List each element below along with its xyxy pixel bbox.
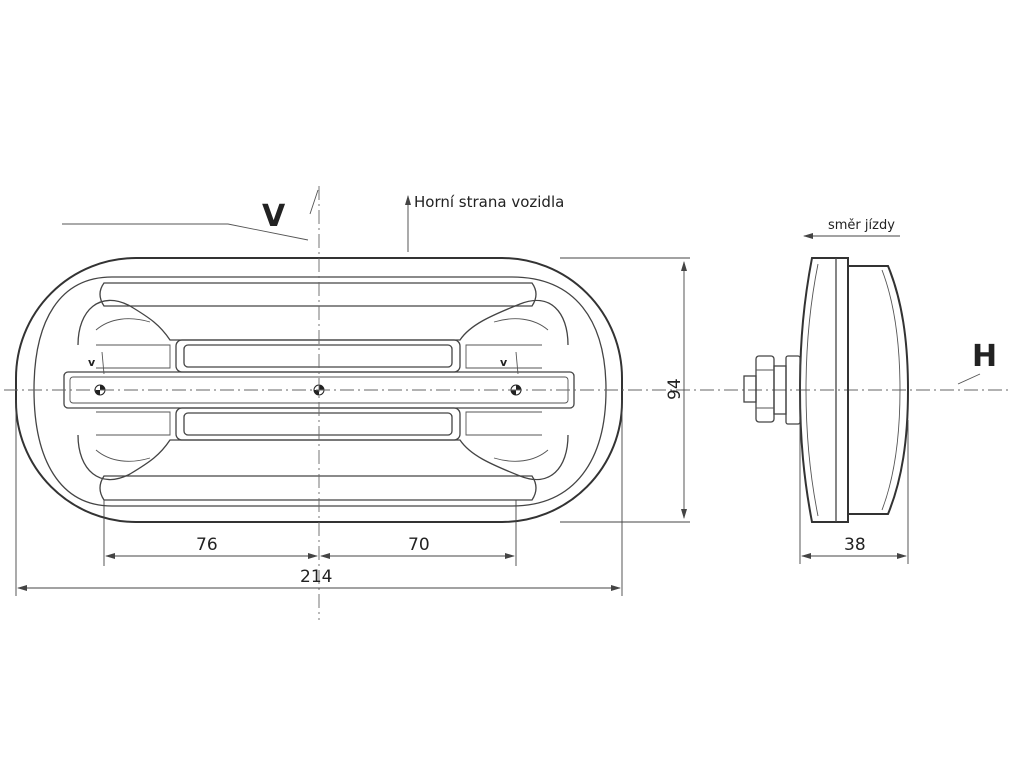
height-value: 94 <box>665 378 685 400</box>
marker-v-right-tick <box>515 351 519 375</box>
side-lens-body <box>847 265 910 515</box>
marker-v-left: v <box>88 356 96 369</box>
side-view <box>743 257 910 523</box>
side-mount-plate-inner <box>805 263 819 517</box>
lower-mid-frame <box>175 407 461 441</box>
upper-mid-frame <box>175 339 461 373</box>
lower-light-guide <box>77 434 569 481</box>
marker-v-right: v <box>500 356 508 369</box>
top-reflector <box>99 282 537 307</box>
top-side-label: Horní strana vozidla <box>414 193 564 211</box>
total-width-value: 214 <box>300 567 332 587</box>
left-segment-value: 76 <box>196 535 218 555</box>
left-lower-pocket <box>96 411 171 436</box>
side-lens-inner <box>881 269 901 511</box>
view-v-cut-line <box>62 223 309 241</box>
upper-light-guide-inner <box>95 318 549 331</box>
left-upper-pocket <box>96 344 171 369</box>
marker-v-left-tick <box>101 351 105 375</box>
view-v-slash <box>309 189 319 215</box>
upper-mid-reflector <box>183 344 453 368</box>
bottom-reflector <box>99 475 537 501</box>
right-upper-pocket <box>465 344 542 369</box>
lower-light-guide-inner <box>95 449 549 462</box>
lens-outline <box>33 276 607 507</box>
connector-pin <box>743 375 757 403</box>
right-lower-pocket <box>465 411 542 436</box>
depth-value: 38 <box>844 535 866 555</box>
connector-body <box>755 355 775 423</box>
upper-light-guide <box>77 299 569 346</box>
lower-mid-reflector <box>183 412 453 436</box>
right-segment-value: 70 <box>408 535 430 555</box>
direction-label: směr jízdy <box>828 218 895 233</box>
view-h-slash <box>957 373 981 385</box>
view-v-label: V <box>262 199 286 234</box>
view-h-label: H <box>972 339 997 374</box>
